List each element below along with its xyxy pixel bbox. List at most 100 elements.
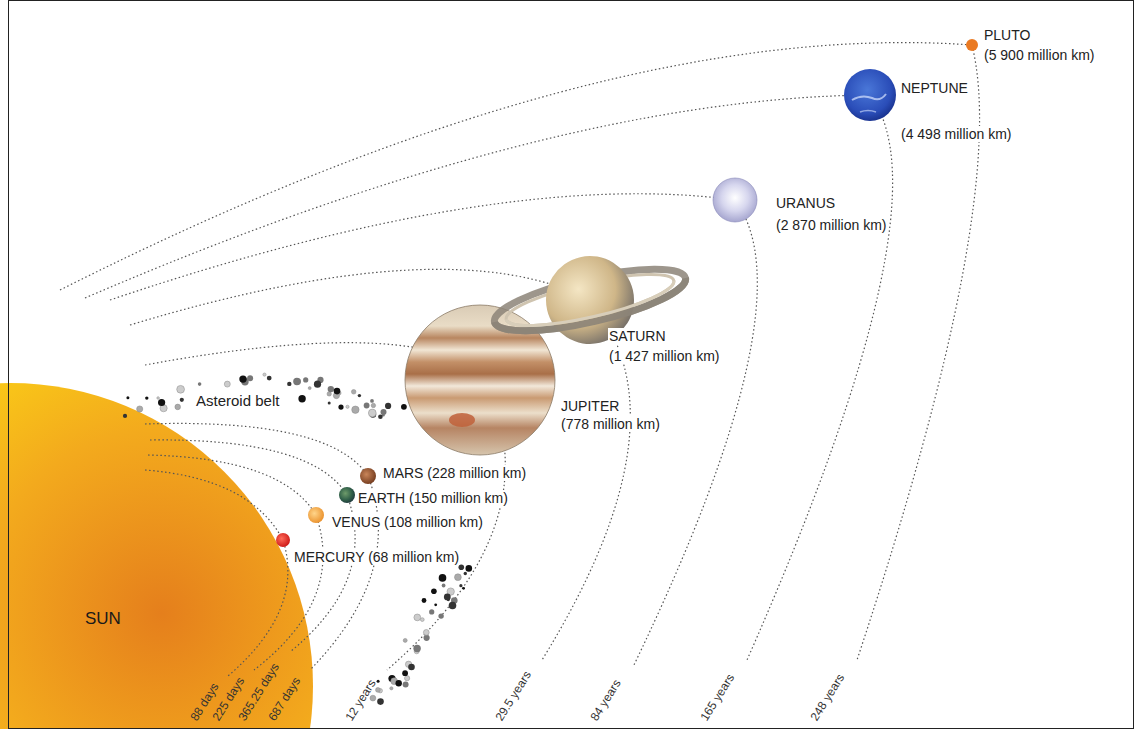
sun-disc	[0, 383, 313, 729]
asteroid-dot	[402, 670, 408, 676]
asteroid-dot	[377, 698, 384, 705]
asteroid-dot	[422, 598, 427, 603]
asteroid-dot	[180, 398, 184, 402]
asteroid-dot	[334, 388, 341, 395]
asteroid-dot	[449, 602, 457, 610]
asteroid-dot	[439, 574, 447, 582]
planet-pluto	[966, 39, 978, 51]
asteroid-dot	[377, 680, 380, 683]
asteroid-dot	[158, 399, 165, 406]
planet-label: (4 498 million km)	[900, 126, 1012, 142]
asteroid-dot	[157, 397, 160, 400]
asteroid-dot	[328, 401, 331, 404]
planet-label: (5 900 million km)	[983, 47, 1095, 63]
planet-uranus	[713, 178, 757, 222]
asteroid-dot	[390, 687, 393, 690]
asteroid-dot	[352, 406, 359, 413]
asteroid-dot	[466, 565, 473, 572]
asteroid-dot	[346, 405, 349, 408]
planet-label: MERCURY (68 million km)	[293, 549, 460, 565]
orbit-path	[145, 423, 378, 670]
asteroid-dot	[408, 664, 415, 671]
asteroid-dot	[462, 587, 465, 590]
asteroid-dot	[424, 635, 430, 641]
asteroid-dot	[444, 594, 451, 601]
asteroid-dot	[314, 381, 321, 388]
frame	[9, 1, 1134, 729]
asteroid-dot	[429, 609, 434, 614]
belt-label: Asteroid belt	[195, 392, 280, 409]
asteroid-dot	[438, 613, 443, 618]
asteroid-dot	[308, 387, 311, 390]
asteroid-dot	[263, 373, 266, 376]
planet-label: VENUS (108 million km)	[331, 514, 484, 530]
orbit-path	[110, 194, 757, 667]
planet-mercury	[276, 533, 290, 547]
planet-saturn	[485, 235, 696, 365]
planet-label: PLUTO	[983, 27, 1031, 43]
orbit-path	[60, 43, 980, 660]
asteroid-dot	[431, 589, 437, 595]
asteroid-dot	[401, 404, 407, 410]
asteroid-dot	[368, 409, 376, 417]
asteroid-dot	[358, 394, 361, 397]
orbital-period: 29.5 years	[493, 669, 534, 724]
asteroid-dot	[459, 565, 465, 571]
asteroid-dot	[378, 414, 383, 419]
asteroid-dot	[403, 638, 407, 642]
asteroid-dot	[224, 381, 230, 387]
asteroid-dot	[303, 377, 308, 382]
asteroid-dot	[434, 603, 437, 606]
asteroid-dot	[405, 676, 410, 681]
planet-label: NEPTUNE	[900, 80, 969, 96]
asteroid-dot	[267, 376, 272, 381]
planet-label: (778 million km)	[560, 416, 661, 432]
asteroid-dot	[239, 375, 246, 382]
planet-neptune	[844, 69, 896, 121]
asteroid-dot	[338, 405, 343, 410]
asteroid-dot	[396, 680, 402, 686]
planet-label: (1 427 million km)	[608, 348, 720, 364]
asteroid-dot	[145, 396, 148, 399]
planet-label: JUPITER	[560, 398, 620, 414]
asteroid-dot	[413, 645, 420, 652]
asteroid-dot	[298, 395, 305, 402]
orbit-path	[145, 470, 288, 676]
planet-earth	[339, 487, 355, 503]
asteroid-dot	[123, 414, 127, 418]
asteroid-dot	[459, 584, 462, 587]
asteroid-dot	[351, 390, 356, 395]
asteroid-dot	[385, 403, 391, 409]
asteroid-dot	[364, 403, 370, 409]
orbital-period: 84 years	[588, 677, 624, 723]
orbit-path	[150, 440, 355, 652]
asteroid-dot	[414, 614, 421, 621]
planet-label: EARTH (150 million km)	[357, 490, 509, 506]
asteroid-dot	[247, 375, 253, 381]
sun-label: SUN	[85, 609, 121, 629]
asteroid-dot	[442, 584, 446, 588]
orbits	[60, 43, 980, 676]
asteroid-dot	[175, 404, 181, 410]
planet-label: MARS (228 million km)	[382, 465, 527, 481]
asteroid-dot	[464, 572, 467, 575]
planet-label: URANUS	[775, 195, 836, 211]
asteroid-dot	[381, 409, 387, 415]
asteroid-dot	[177, 385, 185, 393]
asteroid-dot	[137, 406, 143, 412]
asteroid-dot	[295, 378, 301, 384]
orbital-period: 165 years	[698, 672, 738, 724]
orbit-path	[85, 95, 893, 660]
asteroid-dot	[423, 630, 429, 636]
orbital-period: 12 years	[343, 677, 379, 723]
planet-venus	[308, 507, 324, 523]
asteroid-dot	[287, 382, 291, 386]
asteroid-dot	[327, 392, 331, 396]
asteroid-dot	[126, 396, 129, 399]
asteroid-dot	[198, 382, 202, 386]
asteroid-dot	[370, 399, 374, 403]
orbital-period: 248 years	[808, 672, 848, 724]
planet-label: (2 870 million km)	[775, 217, 887, 233]
